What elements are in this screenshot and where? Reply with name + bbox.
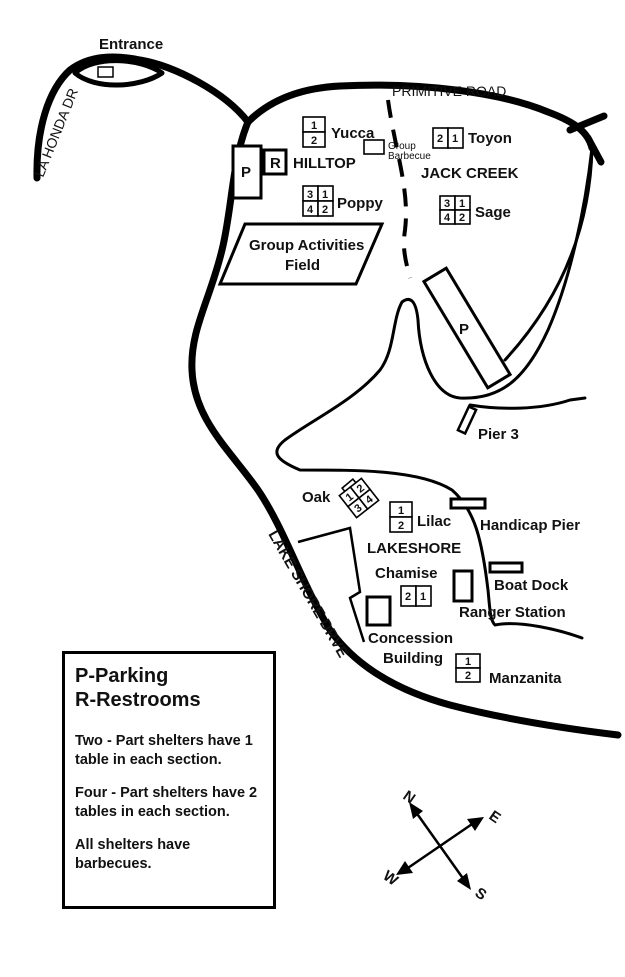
poppy-label: Poppy (337, 195, 383, 212)
chamise-shelter-1 (415, 585, 432, 607)
group-barbecue-label-2: Barbecue (388, 151, 431, 162)
poppy-sec-2: 2 (322, 204, 328, 216)
poppy-sec-1: 1 (322, 189, 328, 201)
main-park-road (188, 118, 622, 739)
boat-dock-label: Boat Dock (494, 577, 569, 594)
chamise-sec-1: 1 (420, 591, 426, 603)
parking-lot-hilltop (231, 144, 263, 200)
manzanita-shelter-2 (455, 667, 481, 683)
hilltop-area-label: HILLTOP (293, 155, 356, 172)
ranger-station-label: Ranger Station (459, 604, 566, 621)
lakeshore-area-label: LAKESHORE (367, 540, 461, 557)
poppy-sec-4: 4 (307, 204, 314, 216)
compass-e: E (486, 807, 504, 827)
chamise-label: Chamise (375, 565, 438, 582)
compass-rose (396, 802, 484, 890)
south-arrow-icon (457, 873, 471, 890)
primitive-road-spur-south (584, 134, 605, 166)
manzanita-sec-1: 1 (465, 656, 471, 668)
group-activities-label-2: Field (285, 257, 320, 274)
sage-sec-2: 2 (459, 212, 465, 224)
primitive-road-spur-east (566, 112, 608, 134)
parking-symbol-jack-creek: P (459, 321, 469, 338)
toyon-sec-2: 2 (437, 133, 443, 145)
hilltop-shore-edge (503, 146, 594, 362)
handicap-pier (449, 497, 487, 510)
lilac-label: Lilac (417, 513, 451, 530)
entrance-label: Entrance (99, 36, 163, 53)
concession-area-outline (297, 526, 366, 643)
jack-creek-area-label: JACK CREEK (421, 165, 519, 182)
oak-shelter: 1 2 3 4 (338, 477, 380, 519)
la-honda-drive-road (33, 53, 252, 182)
lilac-sec-1: 1 (398, 505, 404, 517)
pier-3 (456, 404, 478, 436)
compass-w: W (380, 867, 402, 890)
yucca-shelter-2 (302, 131, 326, 148)
sage-label: Sage (475, 204, 511, 221)
chamise-sec-2: 2 (405, 591, 411, 603)
sage-sec-3: 3 (444, 198, 450, 210)
toyon-label: Toyon (468, 130, 512, 147)
sage-shelter-2 (454, 209, 471, 225)
parking-symbol-hilltop: P (241, 164, 251, 181)
concession-label-2: Building (383, 650, 443, 667)
entrance-gate-icon (97, 66, 114, 78)
toyon-sec-1: 1 (452, 133, 458, 145)
map-legend: P-Parking R-Restrooms Two - Part shelter… (62, 651, 276, 909)
restroom-symbol-hilltop: R (270, 155, 281, 172)
group-barbecue-label-1: Group (388, 141, 416, 152)
poppy-shelter-2 (317, 200, 334, 217)
north-arrow-icon (409, 802, 423, 819)
yucca-label: Yucca (331, 125, 375, 142)
legend-note-four-part: Four - Part shelters have 2 tables in ea… (75, 785, 258, 820)
sage-sec-1: 1 (459, 198, 465, 210)
group-activities-field (217, 222, 385, 286)
manzanita-label: Manzanita (489, 670, 562, 687)
compass-s: S (472, 884, 490, 904)
oak-label: Oak (302, 489, 331, 506)
lilac-shelter-2 (389, 516, 413, 533)
group-activities-label-1: Group Activities (249, 237, 364, 254)
parking-lot-jack-creek (421, 266, 513, 390)
pier-3-label: Pier 3 (478, 426, 519, 443)
compass-n: N (400, 787, 419, 807)
west-arrow-icon (396, 861, 413, 875)
primitive-road (244, 81, 596, 152)
manzanita-sec-2: 2 (465, 670, 471, 682)
lake-shoreline (275, 146, 594, 640)
legend-restrooms: R-Restrooms (75, 689, 201, 711)
jack-creek-trail (386, 99, 412, 279)
lilac-sec-2: 2 (398, 520, 404, 532)
restroom-hilltop (262, 148, 288, 176)
east-arrow-icon (467, 817, 484, 831)
legend-note-two-part: Two - Part shelters have 1 table in each… (75, 733, 253, 768)
sage-sec-4: 4 (444, 212, 451, 224)
concession-building (365, 595, 392, 627)
group-barbecue (363, 139, 385, 155)
handicap-pier-label: Handicap Pier (480, 517, 580, 534)
legend-parking: P-Parking (75, 665, 169, 687)
concession-label-1: Concession (368, 630, 453, 647)
yucca-section-1: 1 (311, 120, 317, 132)
legend-note-barbecues: All shelters have barbecues. (75, 837, 191, 872)
ranger-station (452, 569, 474, 603)
boat-dock (488, 561, 524, 574)
toyon-shelter-1 (447, 127, 464, 149)
pier3-shore (468, 396, 587, 410)
poppy-sec-3: 3 (307, 189, 313, 201)
lake-shore-road-label: LAKE SHORE DRVE (265, 528, 352, 661)
primitive-road-label: PRIMITIVE ROAD (392, 83, 506, 99)
yucca-section-2: 2 (311, 135, 317, 147)
entrance-loop (72, 58, 165, 88)
